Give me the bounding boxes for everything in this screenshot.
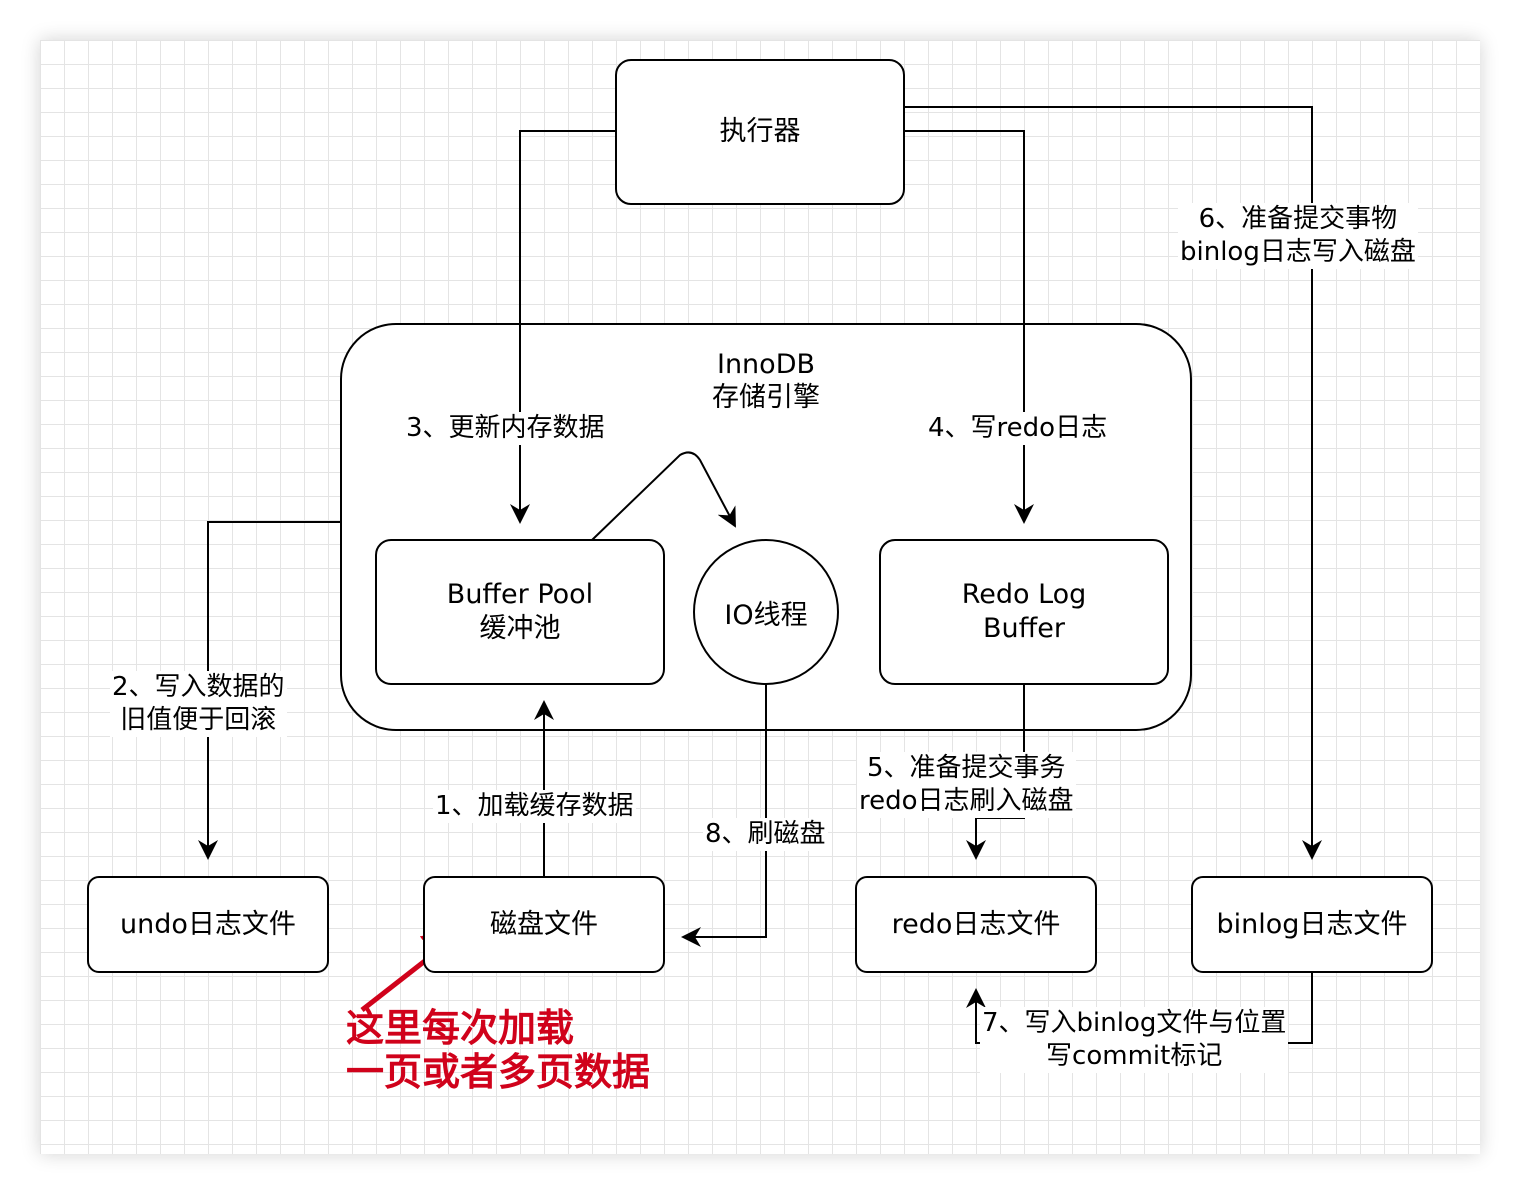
edge-label-step2: 2、写入数据的 旧值便于回滚: [110, 671, 287, 737]
edge-label-step7: 7、写入binlog文件与位置 写commit标记: [980, 1007, 1289, 1073]
edge-step8: [681, 684, 767, 947]
edge-label-step1: 1、加载缓存数据: [433, 790, 636, 823]
io-thread-label: IO线程: [724, 599, 808, 631]
step5-line1: 5、准备提交事务: [866, 753, 1066, 783]
step2-line1: 2、写入数据的: [112, 672, 285, 702]
executor-label: 执行器: [719, 116, 801, 147]
edge-label-step4: 4、写redo日志: [926, 412, 1110, 445]
disk-file-label: 磁盘文件: [490, 908, 598, 940]
redo-log-file-node: redo日志文件: [855, 876, 1097, 973]
edge-step6: [904, 106, 1322, 860]
binlog-file-node: binlog日志文件: [1191, 876, 1433, 973]
step6-line1: 6、准备提交事物: [1198, 204, 1398, 234]
engine-title-line2: 存储引擎: [712, 382, 820, 413]
step6-line2: binlog日志写入磁盘: [1180, 237, 1416, 267]
edge-label-step8: 8、刷磁盘: [703, 818, 828, 851]
engine-title-line1: InnoDB: [716, 349, 816, 380]
edge-step3: [510, 130, 616, 524]
buffer-pool-label-line1: Buffer Pool: [446, 579, 594, 610]
redo-buffer-label-line1: Redo Log: [961, 579, 1087, 610]
edge-label-step5: 5、准备提交事务 redo日志刷入磁盘: [857, 752, 1076, 818]
disk-file-node: 磁盘文件: [423, 876, 665, 973]
redo-file-label: redo日志文件: [891, 908, 1061, 940]
redo-buffer-label-line2: Buffer: [983, 613, 1065, 644]
annotation-line2: 一页或者多页数据: [346, 1050, 651, 1094]
annotation-line1: 这里每次加载: [346, 1006, 575, 1050]
step5-line2: redo日志刷入磁盘: [859, 786, 1074, 816]
step7-line2: 写commit标记: [1046, 1041, 1223, 1071]
undo-file-label: undo日志文件: [120, 908, 296, 940]
annotation-note: 这里每次加载 一页或者多页数据: [346, 1006, 650, 1094]
undo-log-file-node: undo日志文件: [87, 876, 329, 973]
innodb-engine-title: InnoDB 存储引擎: [340, 348, 1192, 414]
edge-step2: [198, 521, 340, 860]
edge-label-step3: 3、更新内存数据: [404, 412, 607, 445]
buffer-pool-label-line2: 缓冲池: [479, 613, 561, 644]
edge-step5: [966, 684, 1025, 860]
edge-step4: [904, 130, 1034, 524]
step2-line2: 旧值便于回滚: [120, 705, 277, 735]
executor-node: 执行器: [615, 59, 905, 205]
step7-line1: 7、写入binlog文件与位置: [982, 1008, 1287, 1038]
redo-log-buffer-node: Redo Log Buffer: [879, 539, 1169, 685]
buffer-pool-node: Buffer Pool 缓冲池: [375, 539, 665, 685]
io-thread-node: IO线程: [693, 539, 839, 685]
binlog-file-label: binlog日志文件: [1216, 908, 1408, 940]
edge-bufferpool-to-io: [591, 451, 736, 541]
edge-label-step6: 6、准备提交事物 binlog日志写入磁盘: [1178, 203, 1418, 269]
